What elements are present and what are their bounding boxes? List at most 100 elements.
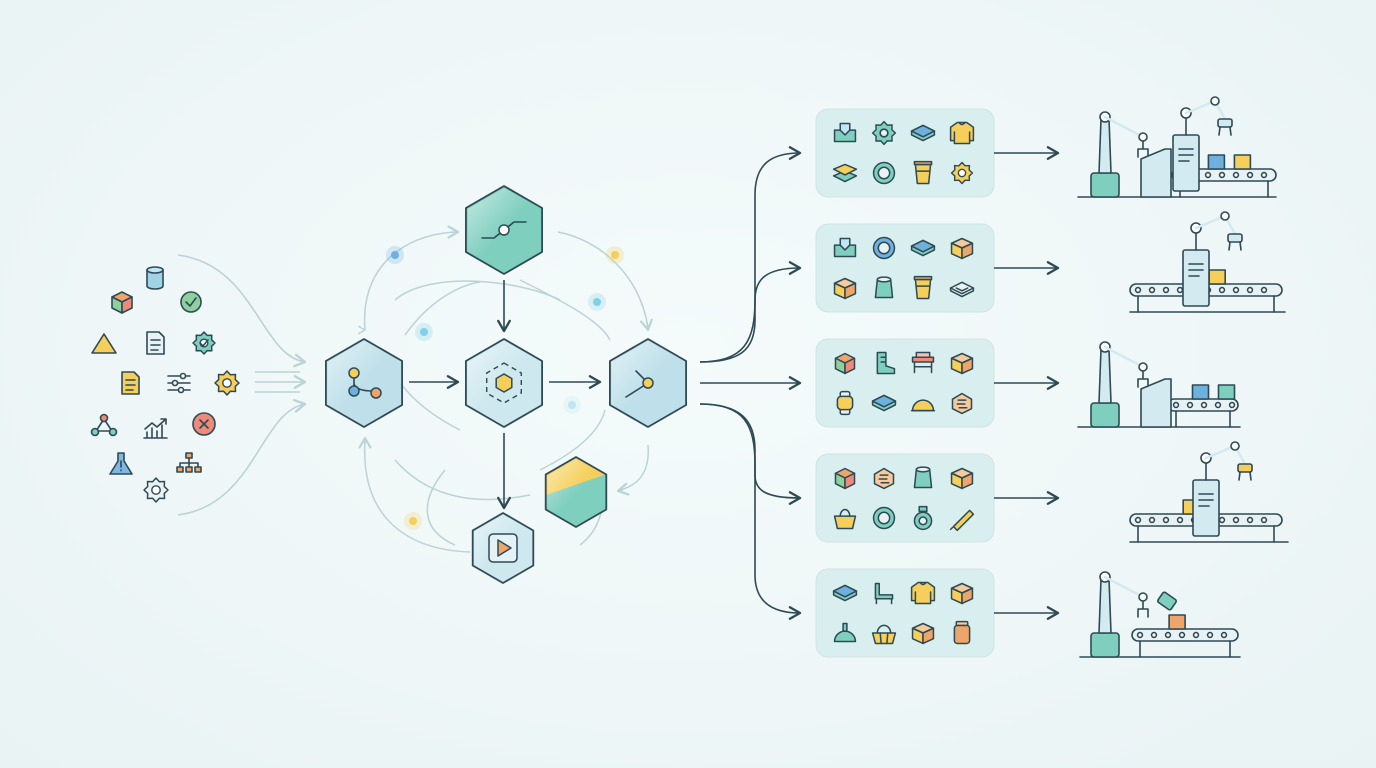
- product-panel-5: [815, 568, 1060, 658]
- stack-icon: [832, 163, 858, 183]
- feedback-curve: [394, 459, 531, 501]
- cube-icon: [834, 352, 856, 375]
- factory-lines: [1077, 96, 1289, 658]
- hub-yellow-node: [544, 456, 608, 528]
- bench-icon: [911, 351, 935, 374]
- ring-icon: [872, 506, 896, 530]
- distribution-arrow: [699, 403, 802, 620]
- product-panel-2: [815, 223, 1060, 313]
- jar-icon: [953, 620, 971, 645]
- box-icon: [950, 237, 974, 260]
- box-icon: [950, 352, 974, 375]
- input-icon-cluster: [90, 266, 240, 503]
- box-icon: [950, 467, 974, 490]
- plate-icon: [949, 281, 975, 298]
- signal-dot: [611, 251, 619, 259]
- bag-icon: [833, 508, 857, 530]
- product-panel-1: [815, 108, 1060, 198]
- cube-icon: [111, 291, 133, 314]
- check-circle-icon: [180, 291, 202, 313]
- product-panels: [815, 108, 1060, 658]
- core-icon: [486, 362, 522, 404]
- feedback-curve: [619, 444, 649, 491]
- donut-icon: [872, 236, 896, 260]
- sweater-icon: [910, 581, 936, 605]
- distribution-arrows: [699, 146, 802, 620]
- lamp-icon: [833, 622, 857, 643]
- sliders-icon: [167, 372, 191, 394]
- can-icon: [874, 276, 894, 299]
- cog-icon: [950, 161, 974, 185]
- signal-dot: [593, 298, 601, 306]
- feedback-curve: [363, 439, 471, 553]
- feedback-curve: [394, 280, 561, 301]
- box-icon: [911, 622, 935, 645]
- tray-icon: [833, 122, 857, 143]
- ring-icon: [872, 161, 896, 185]
- tile-icon: [910, 124, 936, 142]
- factory-line-5: [1079, 571, 1241, 658]
- input-flow-arrow: [255, 371, 300, 393]
- boot-icon: [876, 351, 896, 375]
- output-icon: [625, 370, 654, 398]
- hub-arrows: [409, 280, 602, 510]
- hub-branch-node: [324, 338, 404, 428]
- distribution-arrow: [699, 403, 802, 505]
- feedback-curve: [557, 231, 649, 329]
- hub-center-node: [464, 338, 543, 428]
- signal-dot: [409, 517, 417, 525]
- cog-outline-icon: [143, 477, 169, 503]
- branch-icon: [348, 367, 382, 399]
- hierarchy-icon: [176, 452, 202, 473]
- flask-icon: [109, 452, 133, 475]
- product-panel-4: [815, 453, 1060, 543]
- pen-icon: [949, 509, 975, 532]
- product-panel-3: [815, 338, 1060, 428]
- chip-icon: [951, 392, 973, 415]
- gear-icon: [214, 370, 240, 396]
- switch-icon: [481, 221, 527, 239]
- feedback-curve: [519, 279, 611, 341]
- signal-dot: [391, 251, 399, 259]
- basket-icon: [871, 624, 897, 645]
- signal-dot: [568, 401, 576, 409]
- feedback-curve: [404, 281, 481, 336]
- tray-icon: [833, 237, 857, 258]
- signal-dot: [420, 328, 428, 336]
- tile-icon: [832, 584, 858, 602]
- cube-icon: [834, 467, 856, 490]
- factory-line-1: [1077, 96, 1277, 198]
- hub-play-node: [471, 512, 535, 584]
- trend-chart-icon: [143, 418, 168, 439]
- input-flow-arrow: [177, 254, 307, 368]
- factory-line-2: [1129, 211, 1286, 313]
- watch-icon: [836, 390, 854, 416]
- processing-hub: [324, 185, 687, 584]
- input-flow-curves: [177, 254, 307, 516]
- feedback-curve: [363, 231, 456, 331]
- signal-dots: [386, 246, 624, 530]
- can-icon: [913, 466, 933, 489]
- x-circle-icon: [192, 412, 216, 436]
- box-icon: [950, 582, 974, 605]
- distribution-arrow: [699, 261, 802, 363]
- triangle-icon: [91, 333, 117, 354]
- hub-feedback-loops: [358, 225, 653, 553]
- factory-line-4: [1129, 441, 1289, 543]
- bottle-icon: [913, 505, 933, 531]
- play-icon: [488, 533, 518, 563]
- distribution-arrow: [699, 146, 802, 363]
- tile-icon: [871, 394, 897, 412]
- feedback-curve: [426, 469, 456, 546]
- factory-line-3: [1077, 341, 1241, 428]
- gear-ring-icon: [871, 120, 897, 146]
- hub-top-node: [464, 185, 543, 275]
- network-icon: [90, 413, 118, 437]
- cup-icon: [913, 275, 933, 300]
- cylinder-icon: [146, 266, 164, 290]
- cup-icon: [913, 160, 933, 185]
- box-icon: [833, 277, 857, 300]
- note-icon: [121, 371, 140, 395]
